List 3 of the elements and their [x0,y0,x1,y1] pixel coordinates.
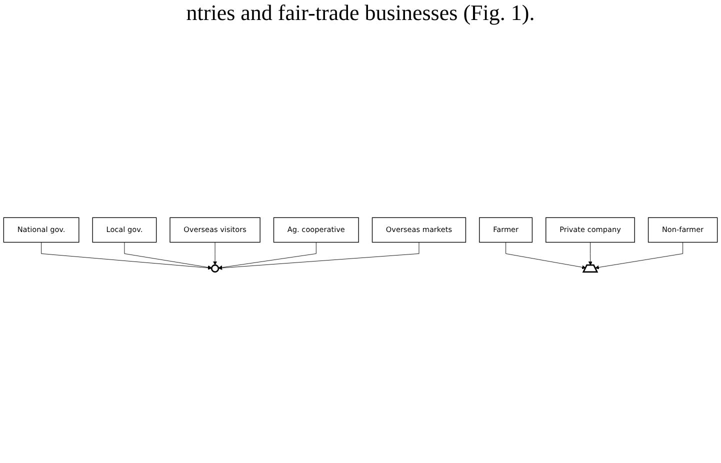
node-circle [210,264,220,272]
node-trapezoid [582,264,598,272]
text-line: ntries and fair-trade businesses (Fig. 1). [186,0,535,25]
